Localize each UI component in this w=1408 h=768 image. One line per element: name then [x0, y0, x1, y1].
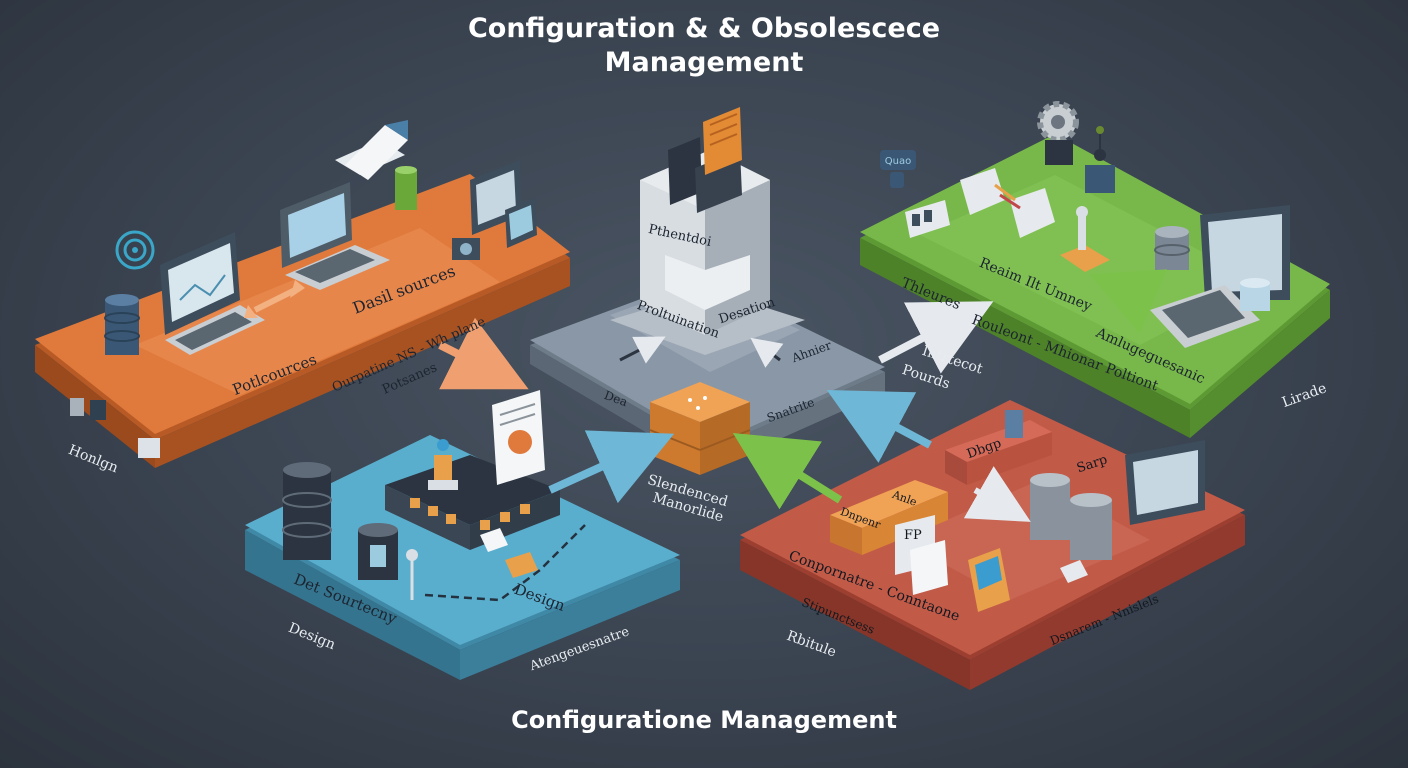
green-cylinder-icon	[1240, 278, 1270, 311]
green-tag-badge: Quao	[880, 150, 916, 188]
arrow-orange-to-center	[438, 317, 529, 390]
blue-dashed-path	[424, 524, 586, 602]
blue-pin-icon	[406, 549, 418, 600]
green-server-racks-icon	[960, 168, 1055, 238]
orange-email-icon	[335, 120, 408, 180]
diagram-title-line1: Configuration & & Obsolescece	[467, 13, 941, 44]
red-label-fp: FP	[904, 528, 922, 543]
orange-panel	[35, 174, 570, 468]
arrow-center-to-green	[878, 301, 994, 374]
orange-target-icon	[115, 230, 155, 270]
blue-database-stack-icon	[282, 462, 332, 560]
blue-boxes-icon	[480, 528, 538, 578]
orange-phone-icon	[505, 198, 537, 248]
green-crane-icon	[1060, 206, 1110, 272]
red-fp-document-icon	[895, 515, 948, 595]
blue-drum-icon	[358, 523, 398, 580]
green-tag-text: Quao	[885, 156, 911, 167]
orange-database-icon	[104, 294, 140, 355]
footer-title: Configuratione Management	[511, 706, 897, 734]
green-gear-icon	[1037, 101, 1079, 165]
diagram-title-line2: Management	[604, 47, 804, 78]
orange-monitor-icon	[160, 232, 265, 355]
arrow-red-to-center	[732, 433, 843, 510]
green-toolbox-icon	[905, 200, 950, 238]
side-icons-left	[70, 398, 160, 458]
red-monitor-icon	[1125, 440, 1205, 525]
green-database-icon	[1154, 226, 1190, 270]
green-monitor-icon	[1150, 205, 1290, 348]
green-robot-icon	[1085, 126, 1115, 193]
arrow-green-inner	[1089, 269, 1168, 334]
blue-robot-arm-icon	[428, 439, 458, 490]
center-books-icon	[668, 107, 742, 213]
arrow-blue-to-center	[548, 430, 675, 504]
orange-double-arrow-icon	[244, 280, 305, 318]
arrow-center-up-left	[619, 336, 666, 364]
orange-coins-icon	[395, 166, 417, 210]
blue-document-icon	[492, 390, 545, 485]
orange-laptop-icon	[280, 182, 390, 290]
arrow-red-to-center-blue	[826, 389, 932, 463]
red-small-box-icon	[1060, 560, 1088, 583]
arrow-red-inner	[963, 466, 1031, 522]
red-databases-icon	[1030, 473, 1112, 560]
orange-camera-icon	[452, 238, 480, 260]
arrow-center-up-right	[750, 337, 784, 368]
red-kiosk-icon	[968, 548, 1010, 612]
